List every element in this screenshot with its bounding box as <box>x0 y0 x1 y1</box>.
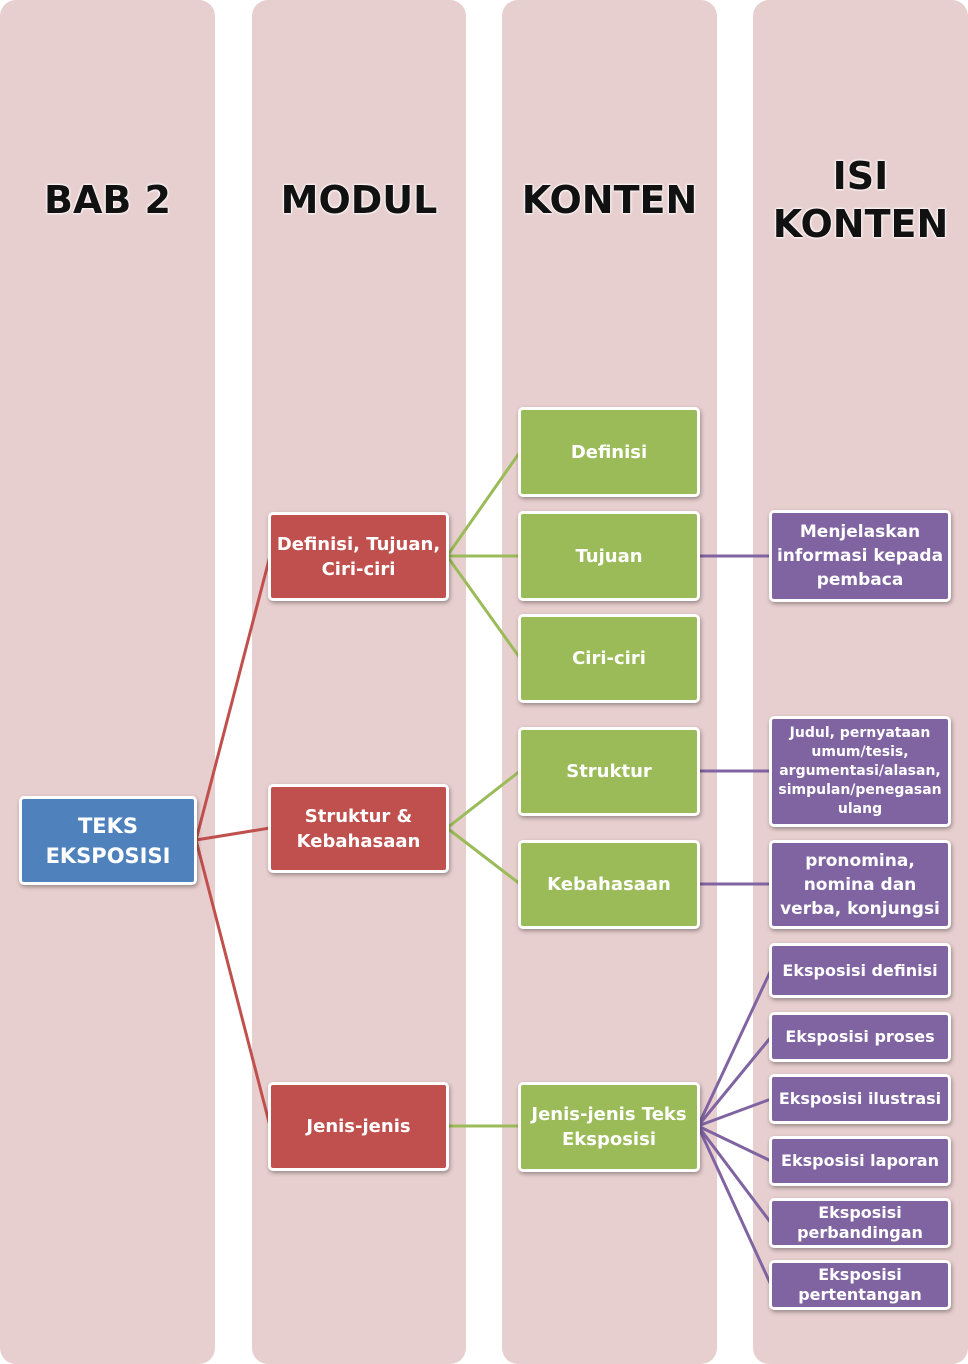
isi-node-eksposisi-pertentangan: Eksposisi pertentangan <box>769 1260 951 1310</box>
link-m2-struktur <box>446 769 521 830</box>
konten-node-ciri-ciri: Ciri-ciri <box>518 614 700 703</box>
link-root-m1 <box>194 555 272 841</box>
link-root-m2 <box>195 826 271 842</box>
column-title-isi-konten: ISI KONTEN <box>772 154 949 246</box>
isi-node-eksposisi-ilustrasi: Eksposisi ilustrasi <box>769 1074 951 1124</box>
column-title-konten: KONTEN <box>521 178 698 222</box>
isi-node-eksposisi-laporan: Eksposisi laporan <box>769 1136 951 1186</box>
column-bab: BAB 2 <box>0 0 215 1364</box>
isi-node-eksposisi-proses: Eksposisi proses <box>769 1012 951 1062</box>
root-node-teks-eksposisi: TEKS EKSPOSISI <box>19 796 197 885</box>
link-jenis-j3 <box>697 1097 772 1128</box>
isi-node-kebahasaan: pronomina, nomina dan verba, konjungsi <box>769 840 951 929</box>
link-jenis-j5 <box>696 1125 773 1224</box>
konten-node-jenis-jenis-teks: Jenis-jenis Teks Eksposisi <box>518 1082 700 1172</box>
modul-node-struktur-kebahasaan: Struktur & Kebahasaan <box>268 784 449 873</box>
konten-node-tujuan: Tujuan <box>518 511 700 601</box>
konten-node-kebahasaan: Kebahasaan <box>518 840 700 929</box>
link-root-m3 <box>194 839 272 1127</box>
link-m1-definisi <box>445 451 522 557</box>
link-m2-kebahasaan <box>446 826 521 886</box>
column-title-bab: BAB 2 <box>43 178 171 222</box>
link-jenis-j6 <box>696 1125 773 1286</box>
isi-node-tujuan: Menjelaskan informasi kepada pembaca <box>769 510 951 602</box>
link-jenis-j1 <box>696 969 773 1127</box>
modul-node-definisi-tujuan-ciri: Definisi, Tujuan, Ciri-ciri <box>268 512 449 601</box>
link-jenis-j2 <box>696 1036 773 1127</box>
konten-node-struktur: Struktur <box>518 727 700 816</box>
isi-node-eksposisi-perbandingan: Eksposisi perbandingan <box>769 1198 951 1248</box>
isi-node-eksposisi-definisi: Eksposisi definisi <box>769 943 951 998</box>
column-title-modul: MODUL <box>280 178 438 222</box>
modul-node-jenis-jenis: Jenis-jenis <box>268 1082 449 1171</box>
link-m1-ciri <box>445 555 522 659</box>
link-jenis-j4 <box>697 1124 772 1163</box>
konten-node-definisi: Definisi <box>518 407 700 497</box>
isi-node-struktur: Judul, pernyataan umum/tesis, argumentas… <box>769 716 951 827</box>
